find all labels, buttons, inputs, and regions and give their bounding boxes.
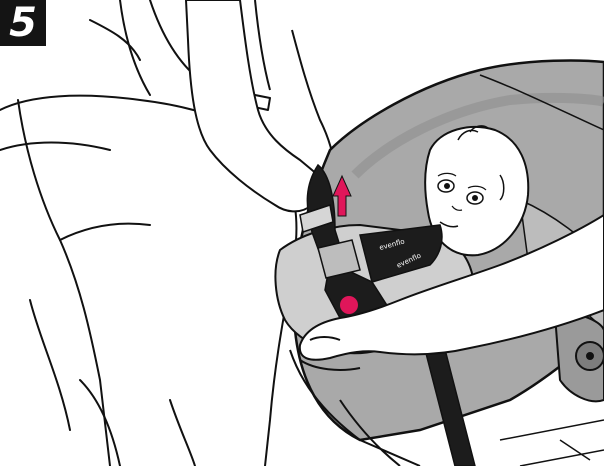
step-number-badge: 5 bbox=[0, 0, 46, 46]
seat-base bbox=[555, 314, 604, 402]
floor-lines bbox=[500, 420, 604, 466]
vehicle-seat-outline bbox=[0, 0, 297, 466]
press-point-dot-icon bbox=[340, 296, 358, 314]
